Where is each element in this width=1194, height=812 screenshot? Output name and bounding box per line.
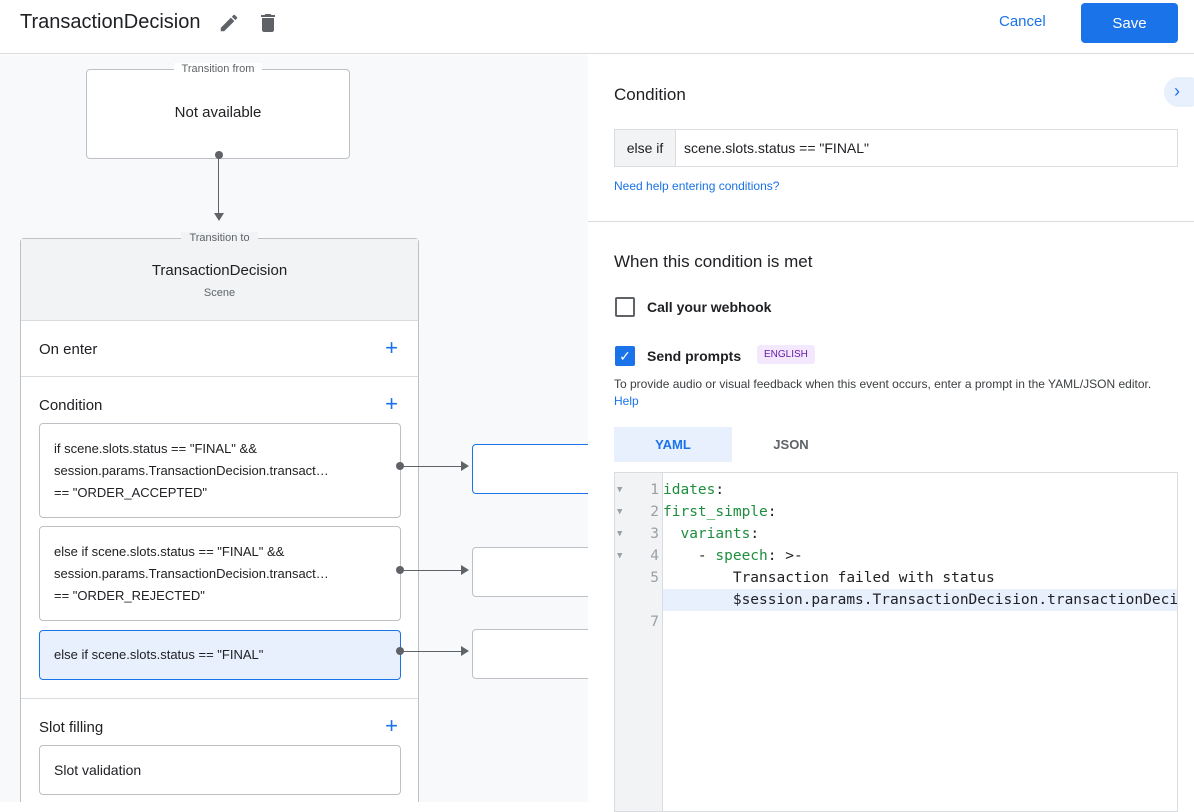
condition-item[interactable]: if scene.slots.status == "FINAL" && sess… bbox=[39, 423, 401, 518]
page-title: TransactionDecision bbox=[20, 11, 201, 33]
condition-item-selected[interactable]: else if scene.slots.status == "FINAL" bbox=[39, 630, 401, 680]
code-text: - speech: >- bbox=[663, 548, 803, 564]
code-text: first_simple: bbox=[663, 504, 777, 520]
line-number: 2 bbox=[650, 504, 659, 520]
line-number: 7 bbox=[650, 614, 659, 630]
condition-prefix: else if bbox=[615, 130, 676, 166]
code-text: idates: bbox=[663, 482, 725, 498]
transition-target[interactable] bbox=[472, 547, 588, 597]
condition-input[interactable]: scene.slots.status == "FINAL" bbox=[684, 140, 870, 156]
condition-line: else if scene.slots.status == "FINAL" bbox=[54, 647, 264, 662]
header: TransactionDecision Cancel Save bbox=[0, 0, 1194, 54]
prompts-label: Send prompts bbox=[647, 348, 742, 364]
transition-to-legend: Transition to bbox=[181, 232, 258, 244]
tab-json[interactable]: JSON bbox=[773, 437, 809, 452]
code-line[interactable]: ▼ 4 - speech: >- bbox=[615, 545, 1177, 567]
divider bbox=[588, 221, 1194, 222]
transition-from-legend: Transition from bbox=[173, 63, 263, 75]
flow-canvas: Transition from Not available Transition… bbox=[0, 55, 588, 802]
fold-arrow-icon[interactable]: ▼ bbox=[617, 529, 623, 539]
help-conditions-link[interactable]: Need help entering conditions? bbox=[614, 179, 780, 193]
code-text: $session.params.TransactionDecision.tran… bbox=[732, 592, 1177, 608]
code-line[interactable]: 6 $session.params.TransactionDecision.tr… bbox=[663, 589, 1177, 611]
connector-line bbox=[400, 466, 462, 467]
connector-line bbox=[400, 570, 462, 571]
fold-arrow-icon[interactable]: ▼ bbox=[617, 507, 623, 517]
condition-panel: › Condition else if scene.slots.status =… bbox=[588, 55, 1194, 812]
code-line[interactable]: 7 bbox=[615, 611, 1177, 633]
fold-arrow-icon[interactable]: ▼ bbox=[617, 551, 623, 561]
add-condition-icon[interactable]: + bbox=[385, 391, 398, 416]
condition-label: Condition bbox=[39, 397, 103, 414]
condition-line: else if scene.slots.status == "FINAL" && bbox=[54, 543, 285, 559]
condition-field[interactable]: else if scene.slots.status == "FINAL" bbox=[614, 129, 1178, 167]
line-number: 3 bbox=[650, 526, 659, 542]
condition-section: Condition + if scene.slots.status == "FI… bbox=[21, 376, 418, 698]
condition-item[interactable]: else if scene.slots.status == "FINAL" &&… bbox=[39, 526, 401, 621]
add-on-enter-icon[interactable]: + bbox=[385, 335, 398, 360]
connector-line bbox=[218, 155, 219, 215]
arrow-icon bbox=[461, 565, 469, 575]
line-number: 5 bbox=[650, 570, 659, 586]
transition-target[interactable] bbox=[472, 444, 588, 494]
scene-card: Transition to TransactionDecision Scene … bbox=[20, 232, 419, 802]
code-text: variants: bbox=[680, 526, 760, 542]
line-number: 4 bbox=[650, 548, 659, 564]
prompt-info: To provide audio or visual feedback when… bbox=[614, 376, 1174, 410]
tab-yaml[interactable]: YAML bbox=[614, 427, 732, 462]
condition-line: session.params.TransactionDecision.trans… bbox=[54, 462, 329, 478]
language-badge: ENGLISH bbox=[757, 345, 815, 364]
on-enter-label: On enter bbox=[39, 341, 98, 358]
code-line[interactable]: 5 Transaction failed with status bbox=[615, 567, 1177, 589]
webhook-checkbox[interactable] bbox=[615, 297, 635, 317]
slot-validation-item[interactable]: Slot validation bbox=[39, 745, 401, 795]
slot-filling-section: Slot filling + Slot validation bbox=[21, 698, 418, 802]
code-line[interactable]: ▼ 3 variants: bbox=[615, 523, 1177, 545]
arrow-icon bbox=[461, 646, 469, 656]
help-link[interactable]: Help bbox=[614, 394, 639, 408]
connector-dot bbox=[215, 151, 223, 159]
condition-line: session.params.TransactionDecision.trans… bbox=[54, 565, 329, 581]
condition-line: == "ORDER_REJECTED" bbox=[54, 587, 205, 603]
scene-name: TransactionDecision bbox=[151, 262, 288, 279]
met-title: When this condition is met bbox=[614, 252, 813, 271]
cancel-button[interactable]: Cancel bbox=[999, 13, 1046, 30]
editor-gutter bbox=[615, 473, 663, 811]
arrow-icon bbox=[214, 213, 224, 221]
scene-type: Scene bbox=[203, 287, 236, 299]
edit-icon[interactable] bbox=[218, 12, 240, 34]
save-button[interactable]: Save bbox=[1081, 3, 1178, 43]
add-slot-icon[interactable]: + bbox=[385, 713, 398, 738]
on-enter-section[interactable]: On enter + bbox=[21, 320, 418, 376]
transition-target[interactable] bbox=[472, 629, 588, 679]
slot-filling-label: Slot filling bbox=[39, 719, 104, 736]
condition-title: Condition bbox=[614, 85, 686, 104]
line-number: 1 bbox=[650, 482, 659, 498]
webhook-label: Call your webhook bbox=[647, 299, 772, 315]
scene-header: TransactionDecision Scene bbox=[21, 239, 418, 320]
connector-line bbox=[400, 651, 462, 652]
delete-icon[interactable] bbox=[256, 11, 280, 35]
prompts-checkbox[interactable]: ✓ bbox=[615, 346, 635, 366]
code-text: Transaction failed with status bbox=[732, 570, 995, 586]
arrow-icon bbox=[461, 461, 469, 471]
transition-from-card: Transition from Not available bbox=[86, 63, 350, 159]
condition-line: if scene.slots.status == "FINAL" && bbox=[54, 440, 257, 456]
transition-from-value: Not available bbox=[174, 104, 262, 121]
prompt-info-text: To provide audio or visual feedback when… bbox=[614, 377, 1152, 391]
slot-validation-label: Slot validation bbox=[54, 762, 142, 778]
fold-arrow-icon[interactable]: ▼ bbox=[617, 485, 623, 495]
collapse-panel-icon[interactable]: › bbox=[1164, 77, 1194, 107]
condition-line: == "ORDER_ACCEPTED" bbox=[54, 484, 207, 500]
